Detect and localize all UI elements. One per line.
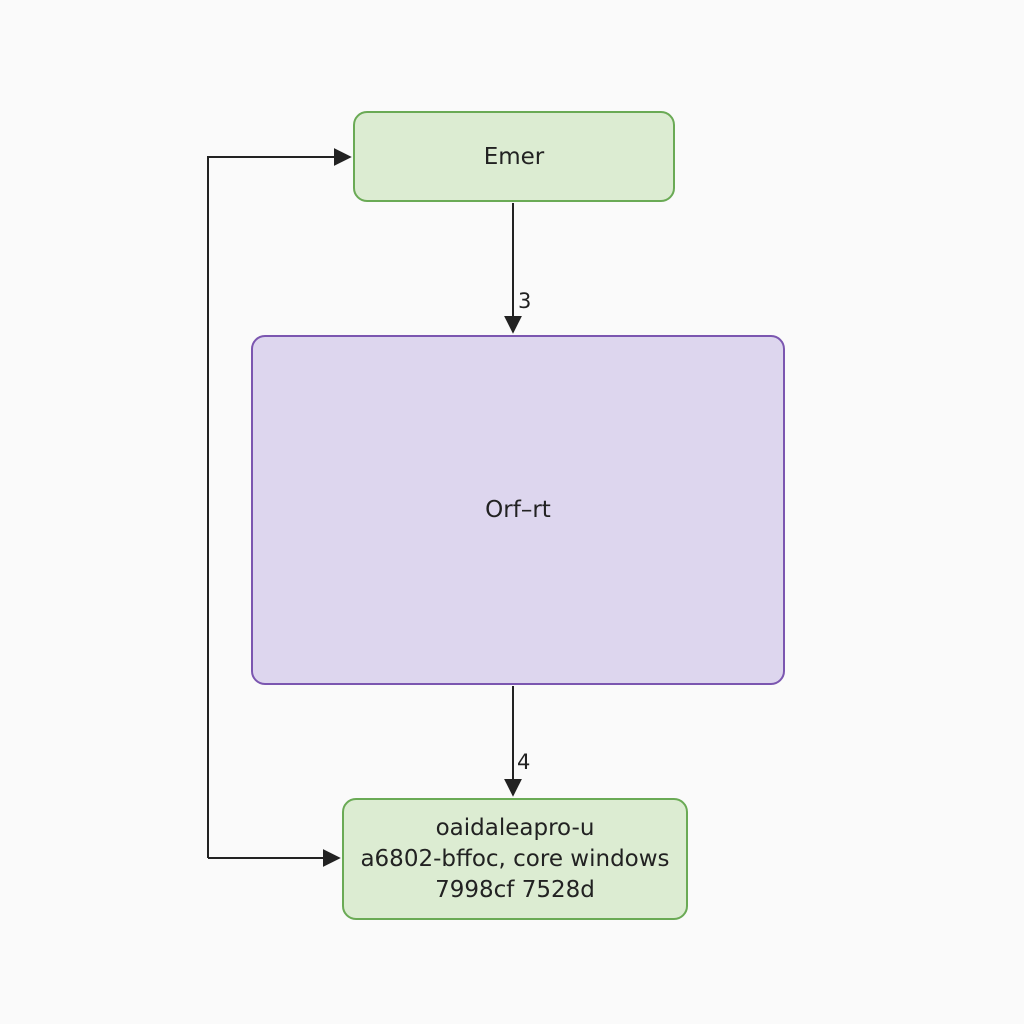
node-bottom-line-1: oaidaleapro-u bbox=[435, 814, 595, 841]
edge-label-top-to-middle: 3 bbox=[518, 289, 532, 313]
node-bottom-line-3: 7998cf 7528d bbox=[435, 876, 595, 903]
edge-loop-to-top bbox=[207, 148, 352, 858]
node-top-label: Emer bbox=[483, 143, 545, 170]
node-middle: Orf–rt bbox=[251, 335, 785, 685]
node-bottom-line-2: a6802-bffoc, core windows bbox=[360, 845, 670, 872]
node-top: Emer bbox=[353, 111, 675, 202]
node-middle-label: Orf–rt bbox=[485, 497, 551, 523]
edge-label-middle-to-bottom: 4 bbox=[517, 750, 531, 774]
node-bottom: oaidaleapro-u a6802-bffoc, core windows … bbox=[342, 798, 688, 920]
